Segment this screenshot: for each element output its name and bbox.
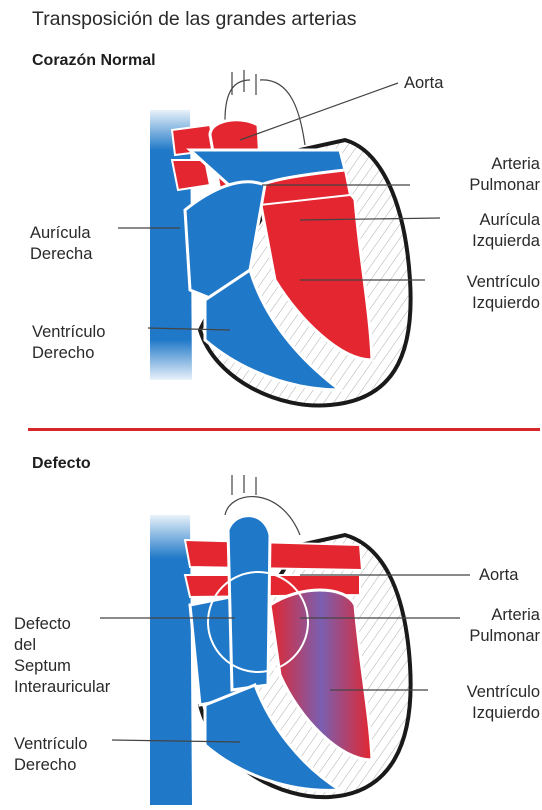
label-defecto-septum: Defecto del Septum Interauricular bbox=[14, 614, 110, 698]
label-arteria-pulmonar: Arteria Pulmonar bbox=[416, 605, 540, 647]
label-ventriculo-derecho: Ventrículo Derecho bbox=[14, 734, 87, 776]
label-aorta: Aorta bbox=[479, 565, 518, 586]
label-ventriculo-izquierdo: Ventrículo Izquierdo bbox=[416, 682, 540, 724]
